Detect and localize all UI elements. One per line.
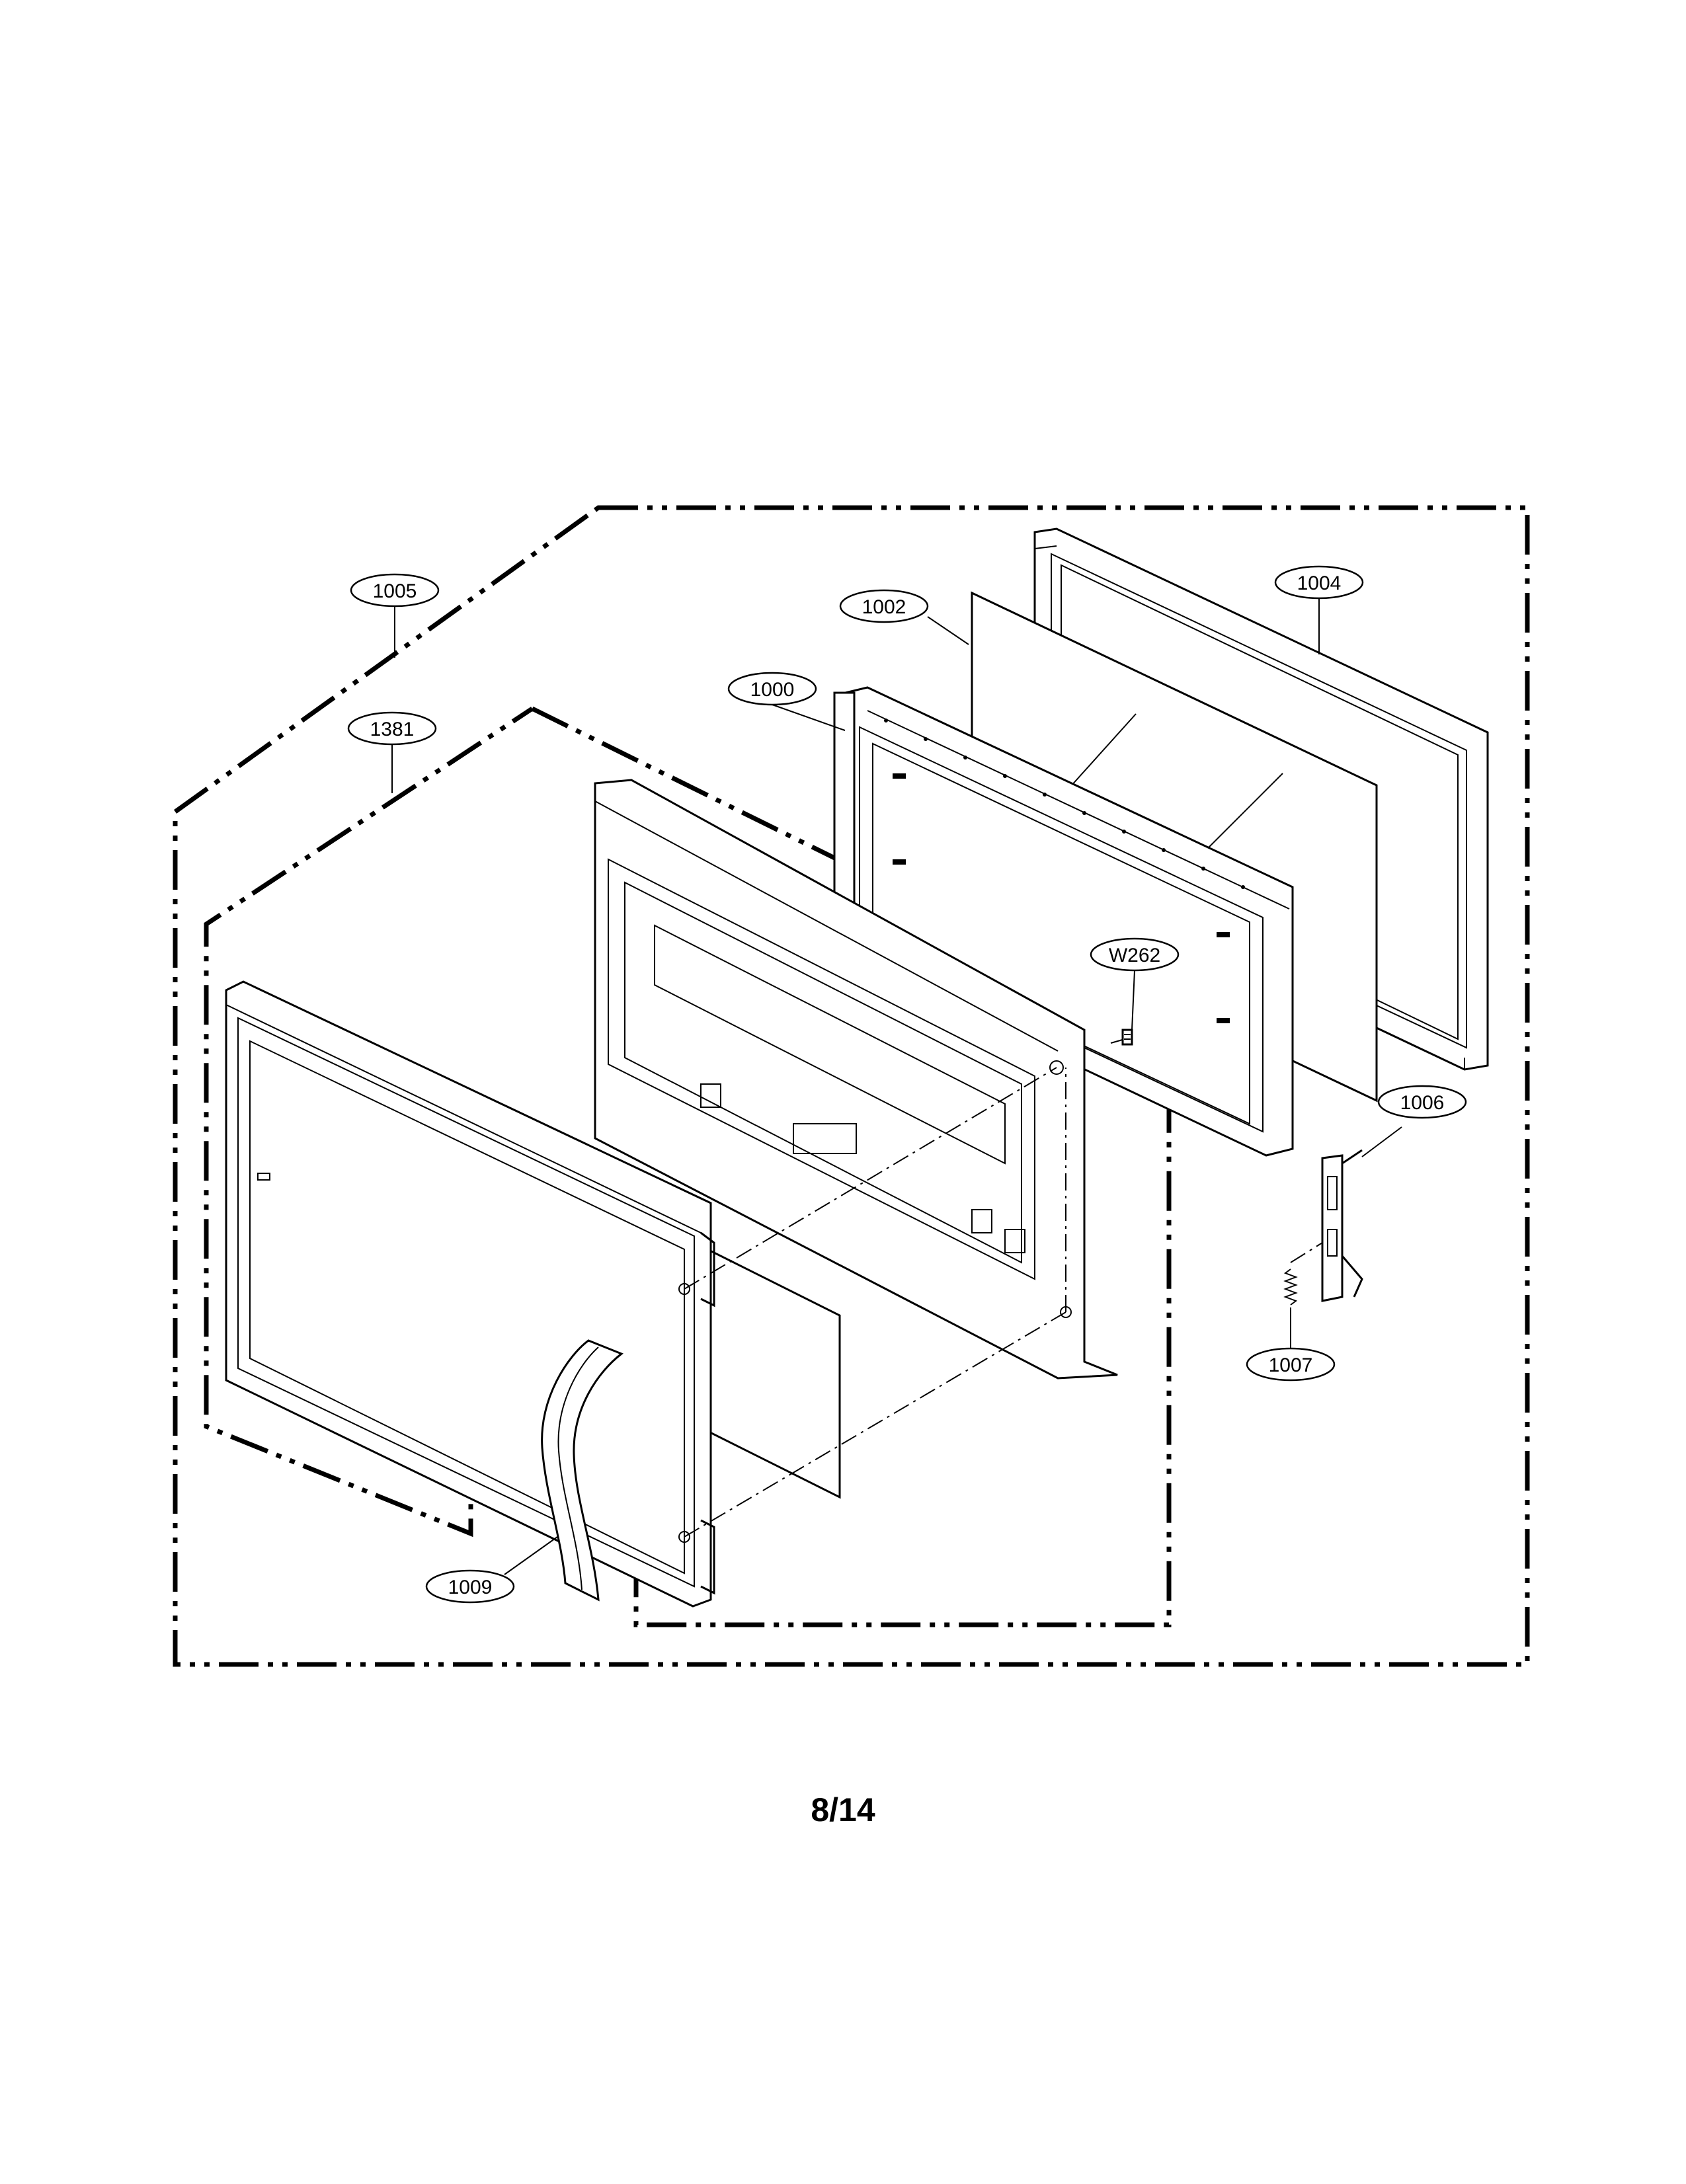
callout-1007: 1007 [1246, 1347, 1336, 1382]
assembly-boundary-1005 [173, 505, 1530, 1667]
spring-1007 [1283, 1242, 1323, 1306]
label-1381: 1381 [370, 719, 415, 740]
label-1005: 1005 [373, 580, 417, 602]
callout-1004: 1004 [1274, 565, 1364, 600]
callout-w262: W262 [1090, 937, 1180, 972]
callout-1000: 1000 [727, 672, 817, 706]
callout-1381: 1381 [347, 711, 437, 746]
label-w262: W262 [1109, 945, 1160, 966]
label-1009: 1009 [448, 1577, 493, 1598]
page-number: 8/14 [811, 1791, 875, 1828]
label-1006: 1006 [1400, 1092, 1445, 1114]
front-door-panel-1381 [225, 980, 715, 1608]
assembly-boundary-1381 [204, 706, 1172, 1627]
door-inner-panel [594, 779, 1118, 1380]
label-1004: 1004 [1297, 572, 1342, 594]
label-1002: 1002 [862, 596, 906, 618]
label-1007: 1007 [1269, 1354, 1313, 1376]
callout-1006: 1006 [1377, 1085, 1467, 1119]
callout-1005: 1005 [350, 573, 440, 607]
door-handle-1009 [541, 1339, 623, 1602]
leader-lines [391, 598, 1402, 1575]
callout-1009: 1009 [425, 1569, 515, 1604]
screw-w262 [1121, 1029, 1133, 1046]
assembly-axis-lines [684, 1037, 1130, 1538]
label-1000: 1000 [750, 679, 795, 701]
callout-1002: 1002 [839, 589, 929, 623]
latch-hook-1006 [1321, 1149, 1363, 1302]
